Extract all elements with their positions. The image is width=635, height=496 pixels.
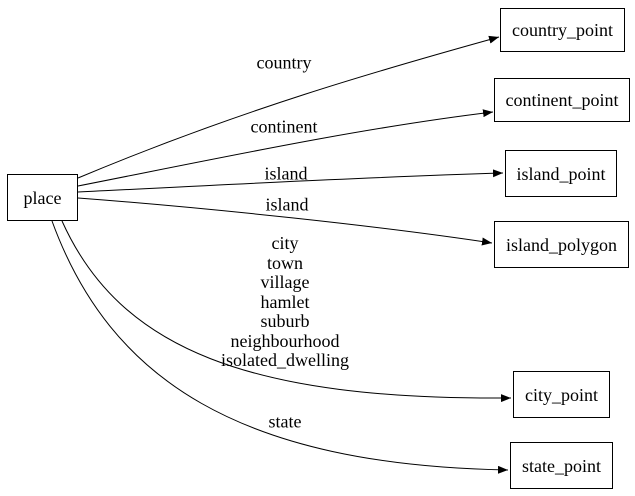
edge-place-island_polygon [77,197,493,246]
edge-label-line: isolated_dwelling [221,350,349,370]
edge-label-city-group: city town village hamlet suburb neighbou… [221,233,349,371]
edge-label-island-polygon: island [265,194,309,215]
edge-place-continent_point [77,109,494,187]
edge-label-line: hamlet [260,291,310,312]
edge-label-state: state [268,411,302,432]
edge-place-country_point [77,35,500,179]
edge-label-line: suburb [260,311,310,331]
edge-label-line: village [260,272,310,292]
node-continent-point: continent_point [494,78,630,122]
node-island-polygon: island_polygon [494,221,629,268]
edge-label-country: country [256,52,312,73]
edge-place-island_point [77,169,504,193]
edge-label-island-point: island [264,163,308,184]
node-country-point: country_point [500,8,625,52]
node-state-point: state_point [510,442,613,489]
node-place: place [7,174,78,221]
edge-place-state_point [51,220,509,474]
node-island-point: island_point [505,150,617,197]
edge-label-line: city [271,233,299,253]
edge-place-city_point [61,220,512,403]
edge-label-continent: continent [250,116,318,137]
node-city-point: city_point [513,371,610,418]
edge-label-line: town [266,252,303,273]
edge-label-line: neighbourhood [230,330,340,351]
